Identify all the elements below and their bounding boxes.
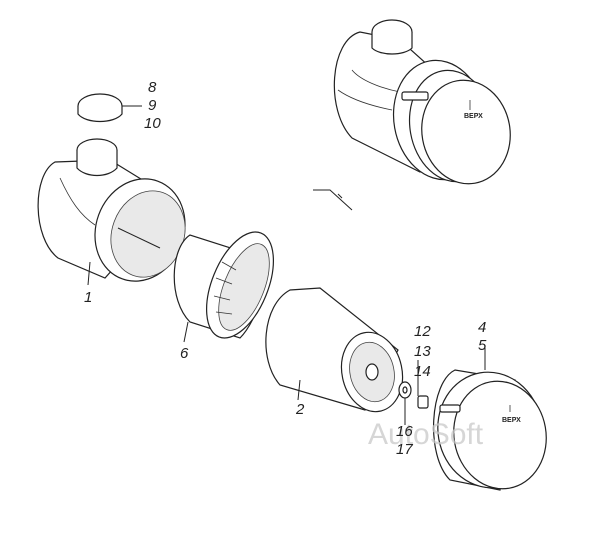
cover-part: ВЕРХ (433, 348, 547, 491)
flow-arrow (313, 189, 353, 211)
safety-element-part (173, 231, 274, 343)
callout-5: 5 (478, 337, 487, 354)
washer-nut-parts (398, 360, 429, 425)
callout-17: 17 (396, 441, 413, 458)
callout-16: 16 (396, 423, 413, 440)
assembled-air-filter: ВЕРХ (333, 19, 511, 185)
callout-1: 1 (84, 289, 92, 306)
cover-text-top: ВЕРХ (464, 113, 483, 120)
callout-8: 8 (148, 79, 157, 96)
watermark: AutoSoft (368, 418, 484, 451)
callout-2: 2 (295, 401, 305, 418)
cap-part (77, 93, 142, 123)
callout-14: 14 (414, 363, 431, 380)
callout-13: 13 (414, 343, 431, 360)
callout-12: 12 (414, 323, 431, 340)
housing-part (37, 138, 186, 286)
callout-10: 10 (144, 115, 161, 132)
main-filter-element-part (265, 287, 404, 413)
callout-4: 4 (478, 319, 486, 336)
callout-6: 6 (180, 345, 189, 362)
cover-text-bottom: ВЕРХ (502, 417, 521, 424)
callout-9: 9 (148, 97, 157, 114)
